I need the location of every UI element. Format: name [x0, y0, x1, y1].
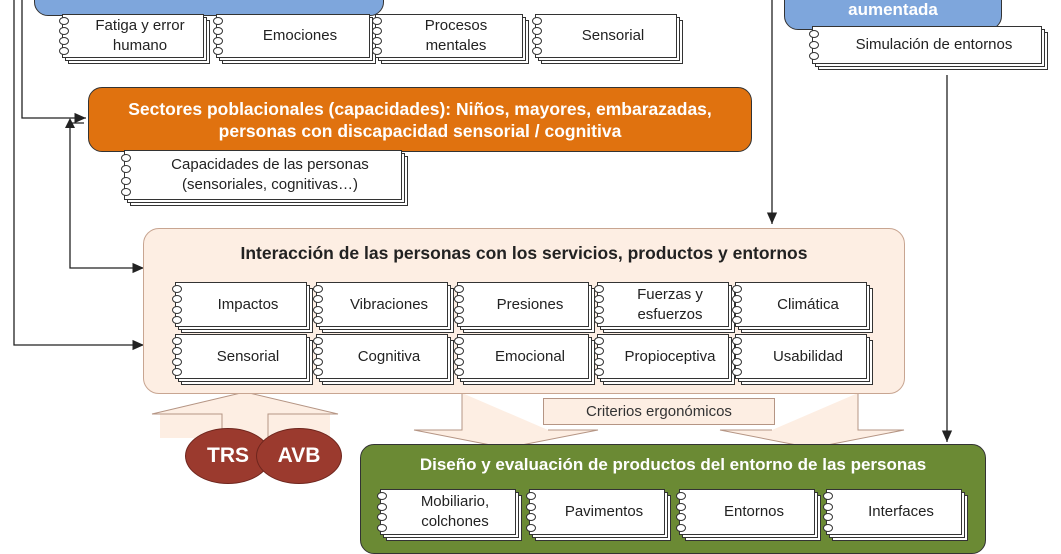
spiral-icon: [592, 284, 605, 325]
notebook-card: Impactos: [171, 282, 313, 333]
card-label: Usabilidad: [772, 347, 844, 365]
notebook-card: Presiones: [453, 282, 595, 333]
notebook-card: Sensorial: [531, 14, 683, 64]
notebook-card: Climática: [731, 282, 873, 333]
notebook-card: Mobiliario, colchones: [376, 489, 522, 541]
spiral-icon: [370, 16, 383, 56]
card-label: Pavimentos: [564, 503, 644, 520]
connector-layer: [13, 0, 953, 449]
notebook-card: Cognitiva: [312, 334, 454, 385]
card-label: Simulación de entornos: [855, 36, 1013, 53]
spiral-icon: [170, 336, 183, 377]
notebook-card: Propioceptiva: [593, 334, 735, 385]
spiral-icon: [530, 16, 543, 56]
connector-line: [69, 122, 144, 274]
notebook-card: Emociones: [212, 14, 376, 64]
card-label: Climática: [777, 295, 839, 313]
arrowhead: [65, 118, 75, 128]
card-label: Entornos: [723, 503, 785, 520]
notebook-card: Vibraciones: [312, 282, 454, 333]
notebook-card: Entornos: [675, 489, 821, 541]
notebook-card: Interfaces: [822, 489, 968, 541]
interaccion-title: Interacción de las personas con los serv…: [240, 243, 808, 263]
notebook-card: Fuerzas y esfuerzos: [593, 282, 735, 333]
connector-line: [13, 0, 144, 351]
card-label: Presiones: [496, 295, 564, 313]
spiral-icon: [730, 284, 743, 325]
spiral-icon: [311, 336, 324, 377]
card-label: Procesos mentales: [424, 17, 488, 54]
connector-line: [21, 0, 86, 124]
down-arrow-right: [719, 393, 905, 449]
spiral-icon: [821, 491, 834, 533]
card-label: Vibraciones: [349, 295, 429, 313]
notebook-card: Procesos mentales: [371, 14, 529, 64]
card-label: Emociones: [262, 27, 338, 44]
spiral-icon: [119, 152, 132, 198]
spiral-icon: [807, 28, 820, 62]
card-label: Sensorial: [581, 27, 645, 44]
trs-oval: TRS: [185, 428, 271, 484]
card-label: Fuerzas y esfuerzos: [637, 285, 703, 323]
criterios-ergonomicos-tag: Criterios ergonómicos: [543, 398, 775, 425]
card-label: Capacidades de las personas (sensoriales…: [171, 156, 369, 193]
card-label: Mobiliario, colchones: [420, 493, 490, 530]
spiral-icon: [452, 336, 465, 377]
spiral-icon: [592, 336, 605, 377]
notebook-card: Fatiga y error humano: [58, 14, 210, 64]
notebook-card: Simulación de entornos: [808, 26, 1048, 70]
spiral-icon: [170, 284, 183, 325]
card-label: Impactos: [217, 295, 279, 313]
card-label: Interfaces: [868, 503, 934, 520]
spiral-icon: [311, 284, 324, 325]
spiral-icon: [524, 491, 537, 533]
notebook-card: Sensorial: [171, 334, 313, 385]
avb-oval: AVB: [256, 428, 342, 484]
card-label: Cognitiva: [357, 347, 421, 365]
card-label: Fatiga y error humano: [95, 17, 185, 54]
spiral-icon: [211, 16, 224, 56]
notebook-card: Pavimentos: [525, 489, 671, 541]
spiral-icon: [57, 16, 70, 56]
notebook-card: Usabilidad: [731, 334, 873, 385]
card-label: Sensorial: [216, 347, 280, 365]
card-label: Propioceptiva: [624, 347, 716, 365]
spiral-icon: [674, 491, 687, 533]
sectores-header: Sectores poblacionales (capacidades): Ni…: [88, 87, 752, 152]
spiral-icon: [375, 491, 388, 533]
down-arrow-left: [413, 393, 599, 449]
card-label: Emocional: [494, 347, 566, 365]
notebook-card: Capacidades de las personas (sensoriales…: [120, 150, 408, 206]
notebook-card: Emocional: [453, 334, 595, 385]
spiral-icon: [730, 336, 743, 377]
spiral-icon: [452, 284, 465, 325]
